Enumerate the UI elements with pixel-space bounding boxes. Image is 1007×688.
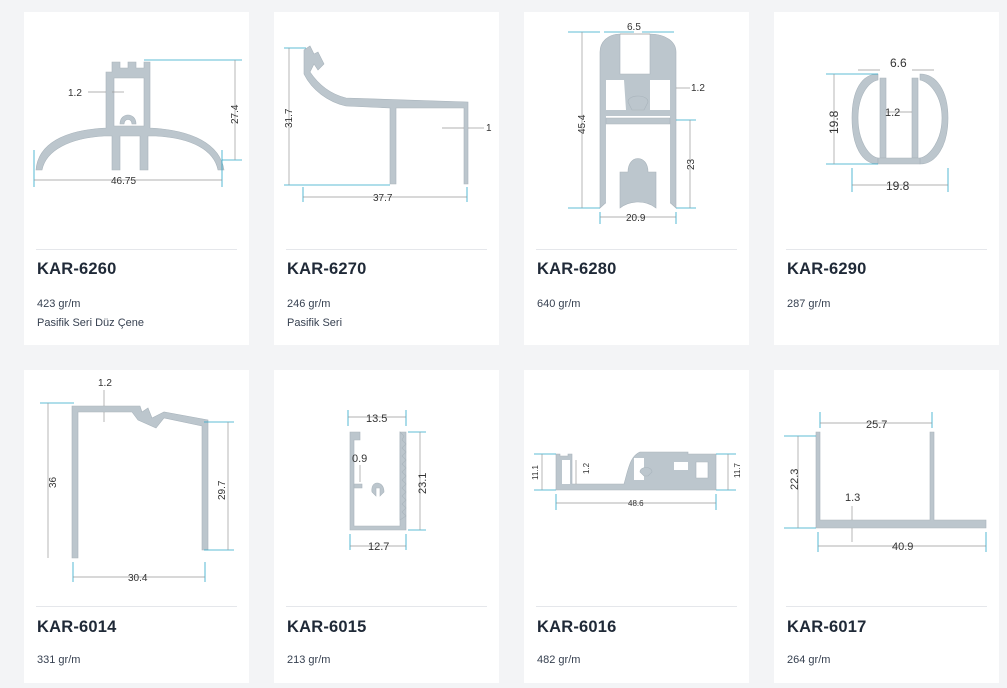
dim-label: 20.9	[626, 213, 646, 224]
product-code[interactable]: KAR-6290	[787, 260, 867, 278]
dim-label: 29.7	[217, 480, 228, 500]
dim-label: 46.75	[111, 176, 136, 187]
dim-label: 1	[486, 123, 492, 134]
dim-label: 1.2	[582, 462, 591, 474]
profile-drawing-kar-6014: 1.2 36 29.7 30.4	[24, 370, 249, 585]
product-series: Pasifik Seri	[287, 317, 343, 329]
product-card-kar-6260[interactable]: 1.2 27.4 46.75 KAR-6260 423 gr/m Pasifik…	[24, 12, 249, 345]
dim-label: 48.6	[628, 499, 644, 508]
dim-label: 23.1	[417, 473, 429, 494]
product-code[interactable]: KAR-6280	[537, 260, 617, 278]
product-weight: 264 gr/m	[787, 654, 831, 666]
dim-label: 1.2	[98, 378, 112, 389]
divider	[786, 606, 987, 607]
product-weight: 331 gr/m	[37, 654, 81, 666]
dim-label: 23	[686, 158, 697, 170]
dim-label: 0.9	[352, 453, 367, 465]
product-weight: 246 gr/m	[287, 298, 331, 310]
profile-drawing-kar-6017: 25.7 22.3 1.3 40.9	[774, 370, 999, 585]
dim-label: 25.7	[866, 419, 887, 431]
divider	[36, 249, 237, 250]
dim-label: 30.4	[128, 573, 148, 584]
product-card-kar-6280[interactable]: 6.5 45.4 1.2 23 20.9 KAR-6280 640 gr/m	[524, 12, 749, 345]
dim-label: 11.1	[531, 464, 540, 480]
product-code[interactable]: KAR-6016	[537, 618, 617, 636]
dim-label: 1.2	[691, 83, 705, 94]
profile-drawing-kar-6270: 31.7 1 37.7	[274, 12, 499, 227]
product-card-kar-6290[interactable]: 6.6 19.8 1.2 19.8 KAR-6290 287 gr/m	[774, 12, 999, 345]
divider	[786, 249, 987, 250]
dim-label: 19.8	[886, 179, 910, 193]
product-weight: 213 gr/m	[287, 654, 331, 666]
dim-label: 13.5	[366, 413, 387, 425]
product-code[interactable]: KAR-6014	[37, 618, 117, 636]
profile-drawing-kar-6015: 13.5 0.9 23.1 12.7	[274, 370, 499, 585]
product-card-kar-6017[interactable]: 25.7 22.3 1.3 40.9 KAR-6017 264 gr/m	[774, 370, 999, 683]
dim-label: 12.7	[368, 541, 389, 553]
dim-label: 31.7	[284, 108, 295, 128]
profile-drawing-kar-6016: 11.1 1.2 11.7 48.6	[524, 370, 749, 585]
dim-label: 6.6	[890, 56, 907, 70]
product-weight: 423 gr/m	[37, 298, 81, 310]
divider	[536, 606, 737, 607]
product-series: Pasifik Seri Düz Çene	[37, 317, 144, 329]
profile-drawing-kar-6290: 6.6 19.8 1.2 19.8	[774, 12, 999, 227]
product-card-kar-6014[interactable]: 1.2 36 29.7 30.4 KAR-6014 331 gr/m	[24, 370, 249, 683]
dim-label: 11.7	[733, 462, 742, 478]
dim-label: 45.4	[577, 114, 588, 134]
product-card-kar-6015[interactable]: 13.5 0.9 23.1 12.7 KAR-6015 213 gr/m	[274, 370, 499, 683]
dim-label: 40.9	[892, 541, 913, 553]
dim-label: 1.2	[885, 107, 900, 119]
product-card-kar-6270[interactable]: 31.7 1 37.7 KAR-6270 246 gr/m Pasifik Se…	[274, 12, 499, 345]
product-code[interactable]: KAR-6270	[287, 260, 367, 278]
divider	[286, 606, 487, 607]
dim-label: 36	[48, 476, 59, 488]
dim-label: 27.4	[230, 104, 241, 124]
dim-label: 6.5	[627, 22, 641, 33]
product-code[interactable]: KAR-6260	[37, 260, 117, 278]
product-card-kar-6016[interactable]: 11.1 1.2 11.7 48.6 KAR-6016 482 gr/m	[524, 370, 749, 683]
divider	[286, 249, 487, 250]
dim-label: 37.7	[373, 193, 393, 204]
profile-drawing-kar-6260: 1.2 27.4 46.75	[24, 12, 249, 227]
dim-label: 1.3	[845, 492, 860, 504]
dim-label: 1.2	[68, 88, 82, 99]
product-weight: 640 gr/m	[537, 298, 581, 310]
product-code[interactable]: KAR-6017	[787, 618, 867, 636]
product-weight: 287 gr/m	[787, 298, 831, 310]
divider	[36, 606, 237, 607]
profile-drawing-kar-6280: 6.5 45.4 1.2 23 20.9	[524, 12, 749, 227]
dim-label: 19.8	[827, 110, 841, 134]
dim-label: 22.3	[789, 469, 801, 490]
divider	[536, 249, 737, 250]
product-weight: 482 gr/m	[537, 654, 581, 666]
product-code[interactable]: KAR-6015	[287, 618, 367, 636]
